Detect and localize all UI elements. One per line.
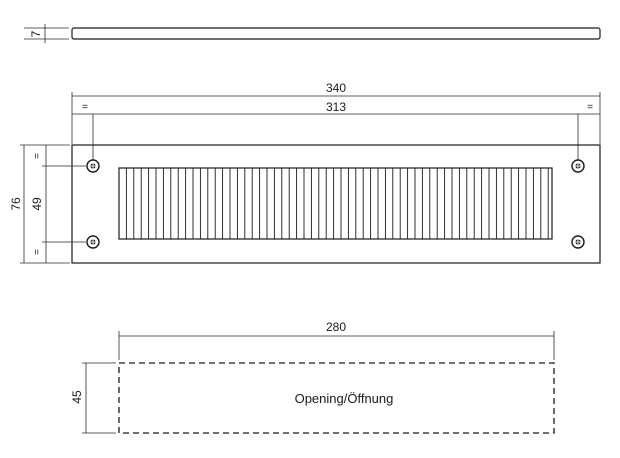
equal-mark-left-upper: = xyxy=(32,153,43,159)
side-view-plate xyxy=(71,27,601,40)
screw-hole-bottom-left xyxy=(86,235,100,249)
equal-mark-right-top: = xyxy=(587,102,593,113)
opening-width-label: 280 xyxy=(326,320,346,334)
screw-hole-bottom-right xyxy=(571,235,585,249)
hole-spacing-height-label: 49 xyxy=(30,197,44,211)
equal-mark-left-top: = xyxy=(82,102,88,113)
screw-hole-top-left xyxy=(86,159,100,173)
front-view: 340 313 = = xyxy=(9,81,601,264)
grille-frame xyxy=(118,167,553,240)
opening-label: Opening/Öffnung xyxy=(295,391,394,406)
opening-view: 280 45 Opening/Öffnung xyxy=(70,320,555,434)
overall-height-label: 76 xyxy=(9,197,23,211)
equal-mark-left-lower: = xyxy=(32,249,43,255)
screw-hole-top-right xyxy=(571,159,585,173)
opening-outline xyxy=(118,362,555,434)
hole-spacing-width-label: 313 xyxy=(326,100,346,114)
grille-slats xyxy=(125,168,549,239)
overall-width-label: 340 xyxy=(326,81,346,95)
front-plate-outline xyxy=(71,144,601,264)
opening-height-label: 45 xyxy=(70,390,84,404)
thickness-dimension-label: 7 xyxy=(29,30,43,37)
side-view: 7 xyxy=(24,24,601,43)
